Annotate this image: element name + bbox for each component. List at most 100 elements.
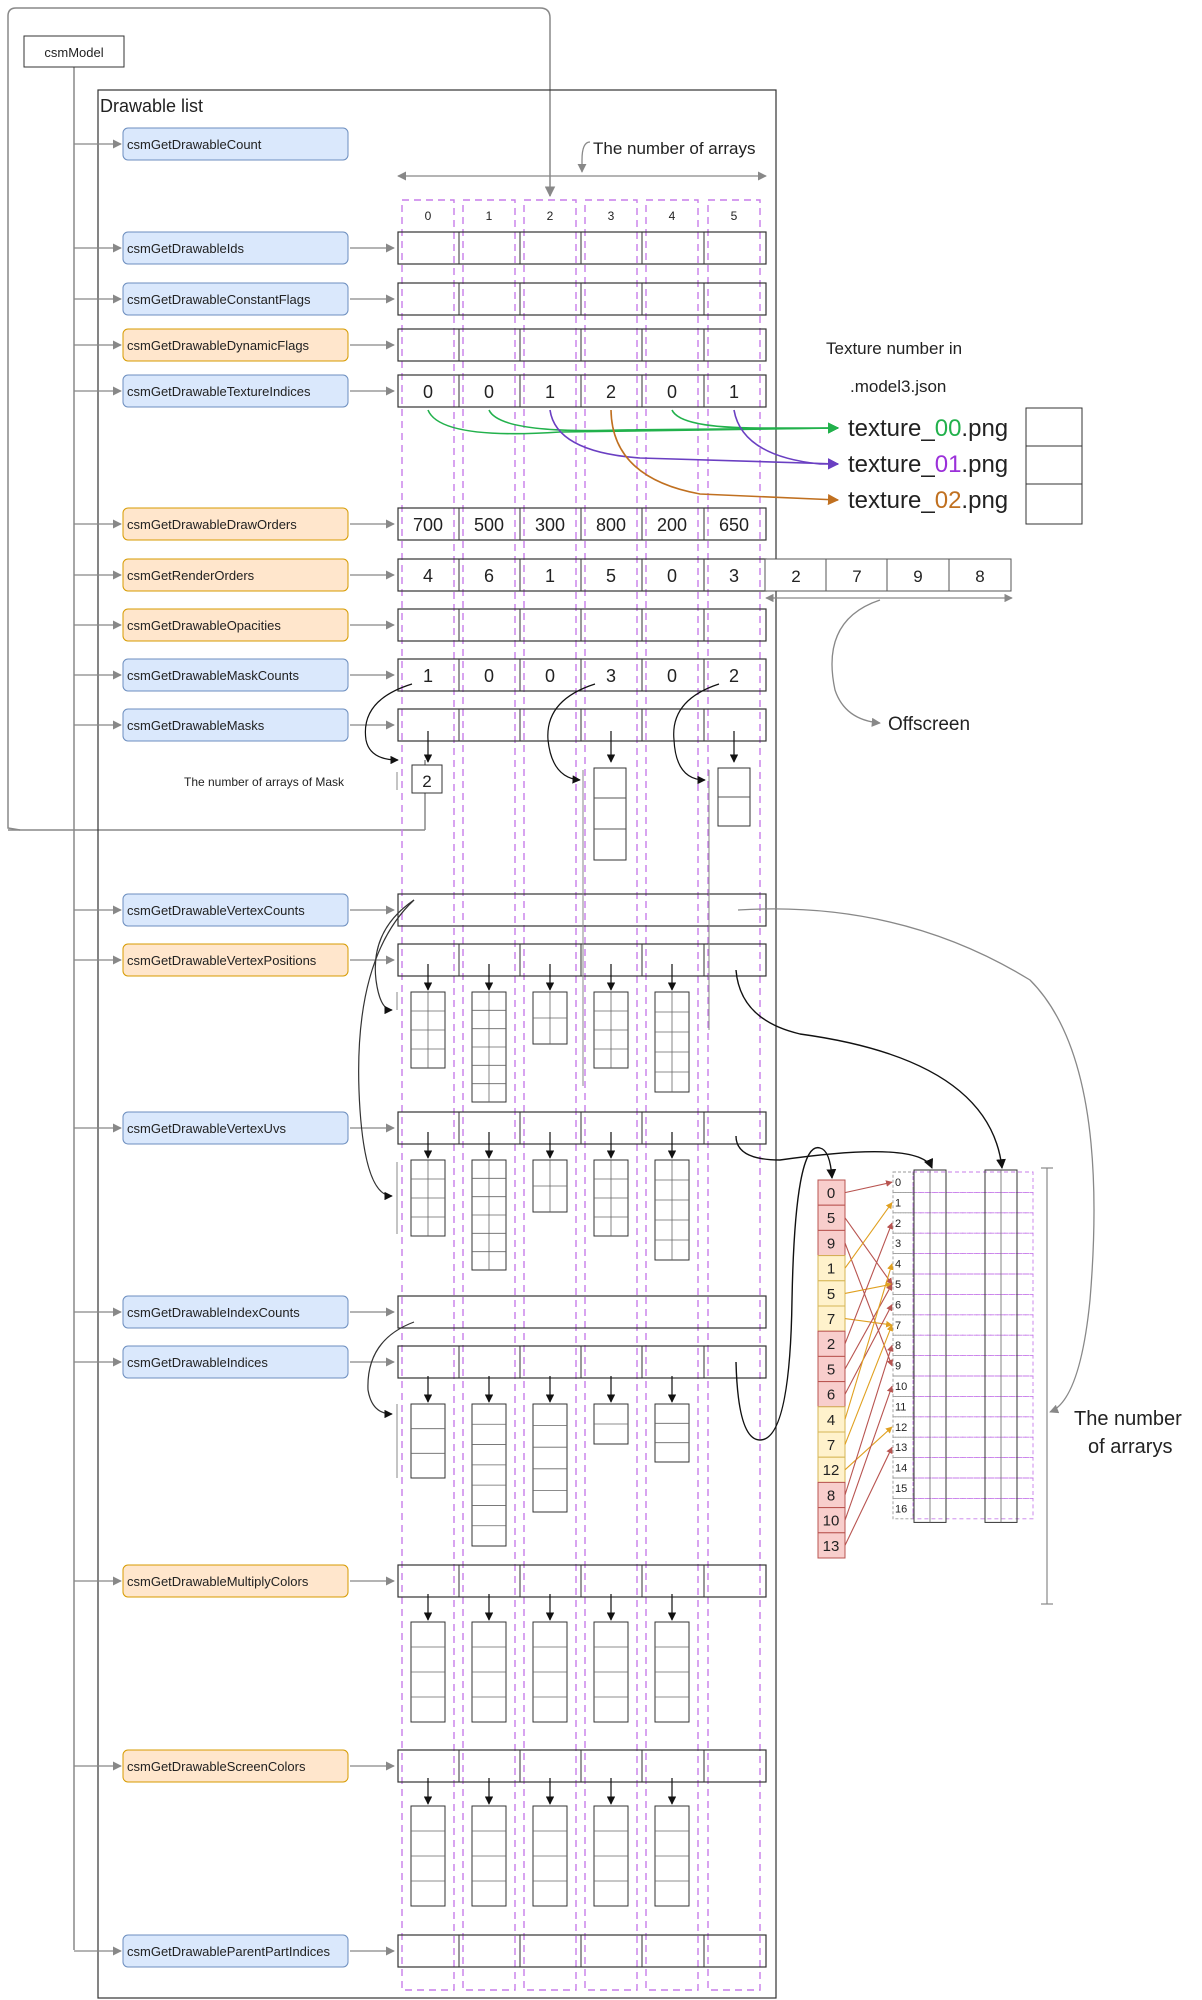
index-map-arrow-6: [844, 1222, 893, 1344]
mask_counts-value-1: 0: [484, 666, 494, 686]
mask-count-curve-5: [673, 683, 720, 785]
function-box-12: [122, 1111, 349, 1145]
array-row-1: [397, 231, 767, 265]
array-row-10: [397, 893, 767, 927]
function-label-10: csmGetDrawableVertexCounts: [127, 903, 305, 918]
function-box-15: [122, 1564, 349, 1598]
array-row-6: [397, 558, 767, 592]
index-count-curve: [367, 1321, 415, 1419]
index-cell-10: [817, 1431, 846, 1458]
texture_indices-value-5: 1: [729, 382, 739, 402]
draw_orders-value-4: 200: [657, 515, 687, 535]
vertex-positions-to-table: [735, 969, 1006, 1169]
index-value-4: 5: [827, 1286, 835, 1303]
function-label-0: csmGetDrawableCount: [127, 137, 262, 152]
vertex-num-13: 13: [895, 1442, 907, 1454]
index-cell-2: [817, 1229, 846, 1257]
function-label-12: csmGetDrawableVertexUvs: [127, 1121, 286, 1136]
vertex-row-guide-1: [912, 1191, 1034, 1214]
texture-heading-line1: Texture number in: [826, 339, 962, 358]
index-cell-9: [817, 1406, 846, 1433]
vertex-num-cell-16: [892, 1497, 914, 1520]
mask_counts-value-2: 0: [545, 666, 555, 686]
column-index-5: 5: [731, 209, 738, 223]
drawable-list-panel: [97, 89, 777, 1999]
texture-arrow-3-2: [610, 409, 840, 506]
function-box-3: [122, 328, 349, 362]
texture-arrow-4-0: [671, 409, 840, 434]
function-label-11: csmGetDrawableVertexPositions: [127, 953, 317, 968]
function-label-2: csmGetDrawableConstantFlags: [127, 292, 311, 307]
index-map-arrow-4: [844, 1282, 893, 1294]
index-map-arrow-11: [844, 1426, 893, 1471]
function-label-17: csmGetDrawableParentPartIndices: [127, 1944, 331, 1959]
index-map-arrow-10: [844, 1324, 893, 1445]
array-row-16: [397, 1749, 767, 1783]
texture-00-label: texture_00.png: [848, 415, 1008, 442]
function-label-14: csmGetDrawableIndices: [127, 1355, 268, 1370]
array-row-13: [397, 1295, 767, 1329]
vertex-row-guide-8: [912, 1334, 1034, 1357]
array-row-11: [397, 943, 767, 977]
offscreen-cell-1: [825, 558, 889, 592]
function-box-7: [122, 608, 349, 642]
column-guide-4: [645, 199, 699, 1991]
vertex-row-guide-11: [912, 1395, 1034, 1418]
texture_indices-value-0: 0: [423, 382, 433, 402]
index-map-arrow-13: [844, 1385, 894, 1521]
function-box-11: [122, 943, 349, 977]
function-box-4: [122, 374, 349, 408]
function-box-10: [122, 893, 349, 927]
csm-model-label: csmModel: [44, 45, 103, 60]
draw_orders-value-0: 700: [413, 515, 443, 535]
vertex-row-guide-16: [912, 1497, 1034, 1520]
draw_orders-value-5: 650: [719, 515, 749, 535]
column-index-0: 0: [425, 209, 432, 223]
index-value-9: 4: [827, 1412, 835, 1429]
function-label-5: csmGetDrawableDrawOrders: [127, 517, 297, 532]
array-count-label: The number of arrays: [593, 139, 756, 158]
offscreen-value-2: 9: [913, 567, 922, 586]
drawable-list-title: Drawable list: [100, 96, 203, 116]
array-row-3: [397, 328, 767, 362]
vertex-num-11: 11: [895, 1401, 906, 1413]
vertex-array-label-2: of arrarys: [1088, 1436, 1172, 1458]
column-index-2: 2: [547, 209, 554, 223]
vertex-num-15: 15: [895, 1483, 907, 1495]
column-guide-0: [401, 199, 455, 1991]
array-row-15: [397, 1564, 767, 1598]
mask-count-curve-0: [364, 683, 413, 765]
mask-array-col-3: [593, 767, 627, 861]
vertex-count-to-table: [737, 908, 1095, 1414]
function-box-14: [122, 1345, 349, 1379]
function-label-4: csmGetDrawableTextureIndices: [127, 384, 311, 399]
index-map-arrow-8: [844, 1304, 893, 1395]
function-label-7: csmGetDrawableOpacities: [127, 618, 281, 633]
offscreen-value-3: 8: [975, 567, 984, 586]
vertex-num-5: 5: [895, 1279, 901, 1291]
render_orders-value-3: 5: [606, 566, 616, 586]
function-label-16: csmGetDrawableScreenColors: [127, 1759, 306, 1774]
vertex-num-1: 1: [895, 1197, 901, 1209]
vertex-num-0: 0: [895, 1177, 901, 1189]
array-row-9: [397, 708, 767, 742]
column-index-4: 4: [669, 209, 676, 223]
vertex-num-10: 10: [895, 1381, 907, 1393]
render_orders-value-2: 1: [545, 566, 555, 586]
vertex-row-guide-4: [912, 1253, 1034, 1275]
mask-array-value: 2: [422, 772, 431, 791]
vertex-uvs-to-table: [735, 1135, 934, 1169]
array-row-8: [397, 658, 767, 692]
index-cell-12: [817, 1481, 846, 1509]
index-value-0: 0: [827, 1185, 835, 1202]
index-value-5: 7: [827, 1311, 835, 1328]
texture-arrow-1-0: [488, 409, 840, 434]
index-value-11: 12: [823, 1462, 840, 1479]
mask-array-cell: [411, 764, 443, 794]
vertex-num-4: 4: [895, 1259, 901, 1271]
csm-model-node[interactable]: [23, 35, 125, 68]
vertex-row-guide-0: [912, 1171, 1034, 1193]
column-index-3: 3: [608, 209, 615, 223]
mask_counts-value-5: 2: [729, 666, 739, 686]
